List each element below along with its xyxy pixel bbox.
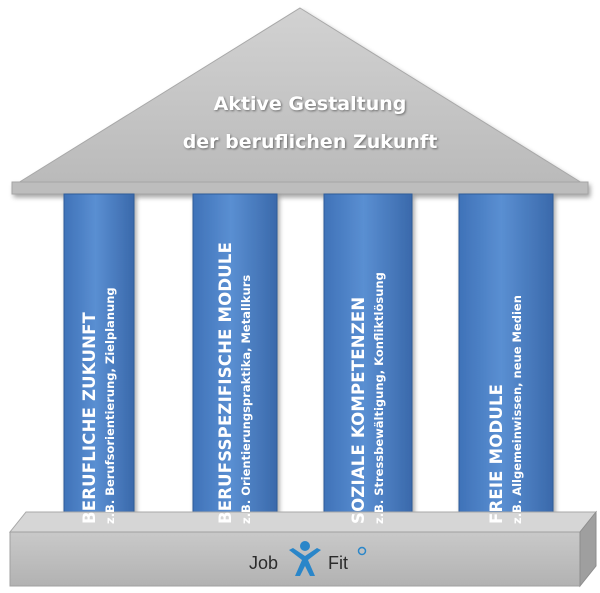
pillar-subtitle: z.B. Allgemeinwissen, neue Medien xyxy=(510,295,524,524)
base-slab xyxy=(8,510,598,588)
pillar-title: BERUFSSPEZIFISCHE MODULE xyxy=(216,241,235,524)
pillar-subtitle: z.B. Berufsorientierung, Zielplanung xyxy=(103,287,117,524)
pillar-title: BERUFLICHE ZUKUNFT xyxy=(80,311,99,524)
pillar-title: FREIE MODULE xyxy=(487,383,506,524)
pillar-frei xyxy=(452,193,560,533)
pillar-label-berufsspezifisch: BERUFSSPEZIFISCHE MODULE z.B. Orientieru… xyxy=(203,194,267,524)
pillar-label-sozial: SOZIALE KOMPETENZEN z.B. Stressbewältigu… xyxy=(336,194,400,524)
roof-title-line1: Aktive Gestaltung xyxy=(213,93,407,115)
roof-title-line2: der beruflichen Zukunft xyxy=(182,131,438,153)
roof xyxy=(11,7,589,195)
person-jumping-icon xyxy=(289,541,321,576)
logo-word-fit: Fit xyxy=(328,553,348,573)
pillar-label-frei: FREIE MODULE z.B. Allgemeinwissen, neue … xyxy=(474,194,538,524)
pillar-subtitle: z.B. Stressbewältigung, Konfliktlösung xyxy=(372,272,386,524)
jobfit-logo: Job Fit xyxy=(245,540,375,580)
pillar-label-beruf: BERUFLICHE ZUKUNFT z.B. Berufsorientieru… xyxy=(67,194,131,524)
pillar-subtitle: z.B. Orientierungspraktika, Metallkurs xyxy=(239,274,253,524)
logo-swirl-icon xyxy=(357,546,367,556)
pillar-title: SOZIALE KOMPETENZEN xyxy=(349,296,368,524)
logo-word-job: Job xyxy=(249,553,279,573)
